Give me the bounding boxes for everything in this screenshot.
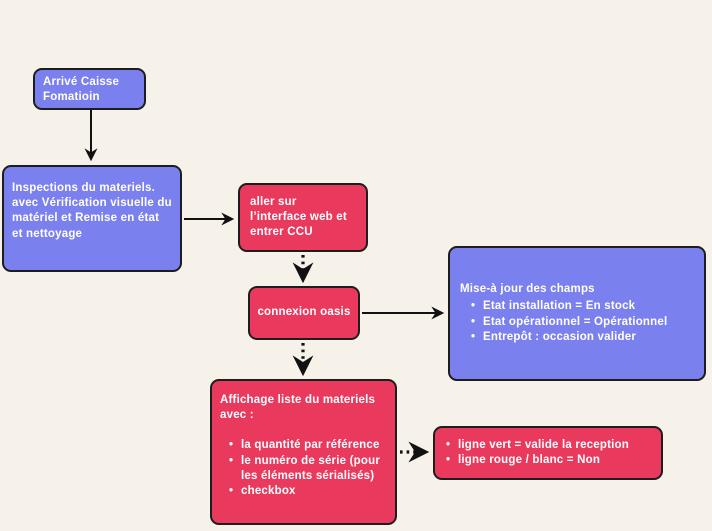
bullet-item: Etat installation = En stock <box>468 299 694 314</box>
bullet-list: la quantité par référence le numéro de s… <box>226 438 387 499</box>
bullet-item: ligne rouge / blanc = Non <box>443 453 653 468</box>
node-lignes-validation[interactable]: ligne vert = valide la reception ligne r… <box>433 426 663 480</box>
bullet-list: Etat installation = En stock Etat opérat… <box>468 299 694 345</box>
bullet-list: ligne vert = valide la reception ligne r… <box>443 438 653 469</box>
bullet-item: la quantité par référence <box>226 438 387 453</box>
bullet-item: Entrepôt : occasion valider <box>468 330 694 345</box>
node-label: aller sur l’interface web et entrer CCU <box>250 195 347 239</box>
node-mise-a-jour-champs[interactable]: Mise-à jour des champs Etat installation… <box>448 246 706 381</box>
node-title: Affichage liste du materiels avec : <box>220 394 376 422</box>
bullet-item: checkbox <box>226 484 387 499</box>
node-interface-web-ccu[interactable]: aller sur l’interface web et entrer CCU <box>238 183 368 252</box>
node-affichage-liste-materiels[interactable]: Affichage liste du materiels avec : la q… <box>210 379 397 525</box>
node-label: connexion oasis <box>257 306 351 319</box>
node-title: Mise-à jour des champs <box>460 283 595 296</box>
bullet-item: Etat opérationnel = Opérationnel <box>468 315 694 330</box>
node-arrive-caisse[interactable]: Arrivé Caisse Fomatioin <box>33 68 146 110</box>
bullet-item: le numéro de série (pour les éléments sé… <box>226 454 387 484</box>
node-inspections-materiels[interactable]: Inspections du materiels. avec Vérificat… <box>2 165 182 272</box>
bullet-item: ligne vert = valide la reception <box>443 438 653 453</box>
node-connexion-oasis[interactable]: connexion oasis <box>248 286 360 340</box>
